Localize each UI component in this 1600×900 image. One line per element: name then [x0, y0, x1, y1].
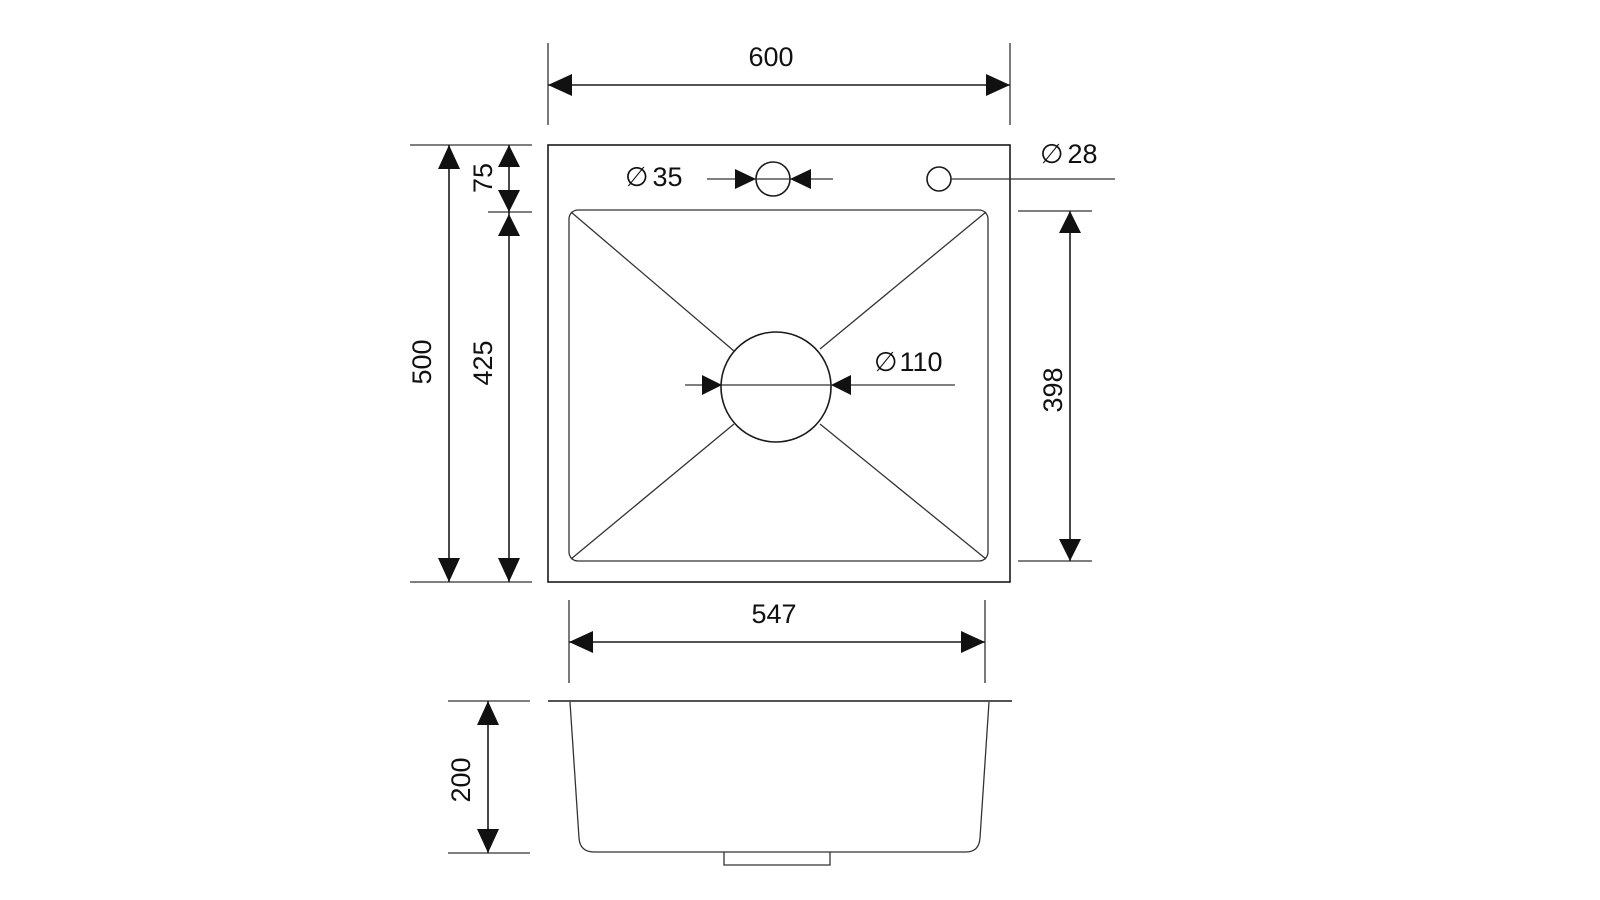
drain-hole [720, 331, 832, 443]
dimension-label: 398 [1038, 367, 1068, 412]
dimension-rim-and-bowl: 75 425 [468, 145, 532, 582]
dimension-label: ∅110 [874, 347, 943, 377]
dimension-label: 547 [751, 599, 796, 629]
accessory-hole [926, 166, 952, 192]
dimension-label: 425 [468, 340, 498, 385]
dimension-label: 600 [748, 42, 793, 72]
dimension-drain: ∅110 [685, 347, 955, 395]
dimension-label: 75 [468, 163, 498, 193]
bowl-slope-lines [570, 211, 987, 560]
dimension-label: 200 [446, 757, 476, 802]
sink-outline [547, 144, 1011, 583]
dimension-label: ∅28 [1040, 139, 1098, 169]
drain-outlet [723, 852, 831, 866]
dimension-label: ∅35 [625, 162, 683, 192]
dimension-accessory-hole: ∅28 [951, 139, 1115, 180]
bowl-outline [568, 209, 989, 562]
dimension-height: 200 [446, 700, 530, 854]
dimension-bowl-width: 547 [568, 599, 986, 683]
dimension-overall-depth: 500 [407, 144, 532, 583]
dimension-label: 500 [407, 339, 437, 384]
dimension-faucet-hole: ∅35 [625, 162, 833, 192]
sink-top-view [547, 144, 1011, 583]
dimension-bowl-depth-inner: 398 [1018, 210, 1092, 562]
sink-side-view [548, 700, 1012, 866]
dimension-overall-width: 600 [547, 42, 1011, 125]
